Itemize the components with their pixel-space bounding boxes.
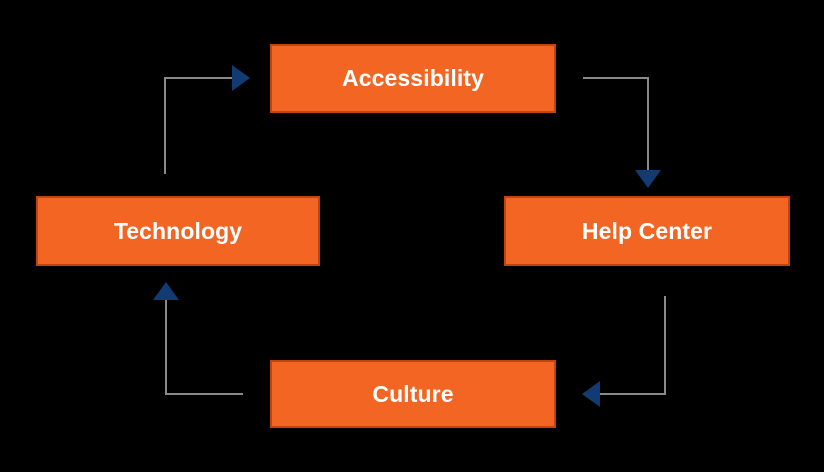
edge-technology-to-accessibility <box>164 65 250 174</box>
edge-line-technology-to-accessibility <box>164 77 232 174</box>
edge-accessibility-to-help-center <box>583 77 661 188</box>
arrowhead-right-into-accessibility <box>232 65 250 91</box>
arrowhead-down-into-help-center <box>635 170 661 188</box>
node-help-center[interactable]: Help Center <box>504 196 790 266</box>
arrowhead-left-into-culture <box>582 381 600 407</box>
node-technology-label: Technology <box>113 217 243 244</box>
node-accessibility[interactable]: Accessibility <box>270 44 556 113</box>
edge-line-help-center-to-culture <box>600 296 666 395</box>
edge-line-culture-to-technology <box>165 300 243 395</box>
arrowhead-up-into-technology <box>153 282 179 300</box>
node-accessibility-label: Accessibility <box>342 65 484 91</box>
node-culture[interactable]: Culture <box>270 360 556 428</box>
node-culture-label: Culture <box>372 380 454 407</box>
node-help-center-label: Help Center <box>581 217 713 244</box>
edge-culture-to-technology <box>153 282 243 395</box>
node-technology[interactable]: Technology <box>36 196 320 266</box>
edge-line-accessibility-to-help-center <box>583 77 649 170</box>
edge-help-center-to-culture <box>582 296 666 407</box>
